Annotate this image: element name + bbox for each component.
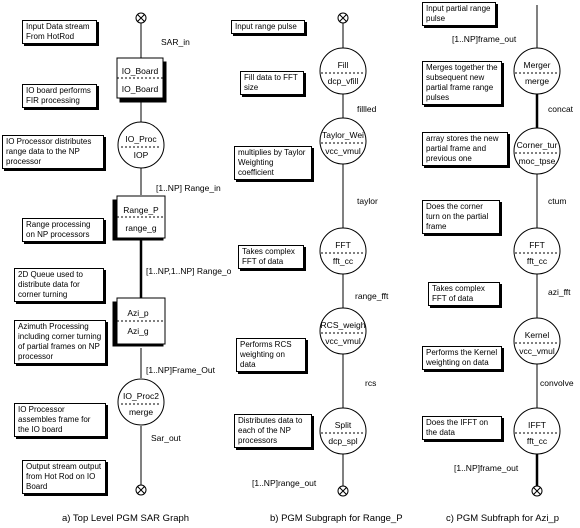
node-split-sub: dcp_spl — [328, 436, 357, 446]
start-terminal-a — [135, 12, 147, 24]
note-b-input-range: Input range pulse — [231, 20, 305, 34]
node-fft-c — [513, 227, 561, 275]
node-kernel — [513, 317, 561, 365]
note-a-io-board: IO board performs FIR processing — [22, 84, 97, 108]
edge-label-c-frame-in: [1..NP]frame_out — [452, 34, 517, 44]
node-azi-p-sub: Azi_g — [127, 326, 149, 336]
node-fft-b — [319, 227, 367, 275]
edge-label-c-frame-out: [1..NP]frame_out — [454, 463, 519, 473]
start-terminal-b — [337, 12, 349, 24]
panel-a-graph — [112, 12, 167, 496]
node-merger-sub: merge — [525, 76, 549, 86]
node-split — [319, 407, 367, 455]
edge-label-range-out: [1..NP]range_out — [252, 478, 317, 488]
node-corner-tur-name: Corner_tur — [517, 140, 558, 150]
edge-label-range-fft: range_fft — [355, 291, 389, 301]
caption-c: c) PGM Subfraph for Azi_p — [446, 513, 559, 524]
node-fill-sub: dcp_vfill — [328, 76, 359, 86]
node-split-name: Split — [335, 420, 352, 430]
node-io-proc2 — [117, 378, 165, 426]
end-terminal-b — [337, 485, 349, 497]
edge-label-sar-out: Sar_out — [151, 433, 181, 443]
node-fill-name: Fill — [338, 60, 349, 70]
node-corner-tur — [513, 127, 561, 175]
node-taylor-wei — [319, 117, 367, 165]
end-terminal-a — [135, 484, 147, 496]
note-c-input-partial: Input partial range pulse — [422, 2, 496, 26]
note-c-ifft: Does the IFFT on the data — [422, 416, 502, 440]
node-merger-name: Merger — [524, 60, 551, 70]
edge-label-ctum: ctum — [548, 196, 567, 206]
node-range-p-sub: range_g — [125, 223, 156, 233]
note-a-range-processing: Range processing on NP processors — [22, 218, 104, 242]
node-rcs-weigh-sub: vcc_vmul — [325, 336, 361, 346]
edge-label-taylor: taylor — [357, 196, 378, 206]
node-merger — [513, 47, 561, 95]
node-fft-c-sub: fft_cc — [527, 256, 548, 266]
note-c-kernel: Performs the Kernel weighting on data — [422, 346, 502, 370]
edge-label-range-in: [1..NP] Range_in — [156, 183, 221, 193]
node-kernel-name: Kernel — [525, 330, 550, 340]
node-io-proc-sub: IOP — [134, 150, 149, 160]
caption-a: a) Top Level PGM SAR Graph — [62, 513, 190, 524]
node-kernel-sub: vcc_vmul — [519, 346, 555, 356]
node-fill — [319, 47, 367, 95]
node-io-board-sub: IO_Board — [122, 84, 159, 94]
node-ifft-sub: fft_cc — [527, 436, 548, 446]
node-range-p-name: Range_P — [123, 205, 159, 215]
edge-label-frame-out: [1..NP]Frame_Out — [146, 365, 215, 375]
note-c-merges: Merges together the subsequent new parti… — [422, 61, 502, 105]
note-a-input-stream: Input Data stream From HotRod — [22, 20, 97, 44]
node-ifft-name: IFFT — [528, 420, 546, 430]
node-taylor-wei-name: Taylor_Wei — [322, 130, 364, 140]
node-io-proc-name: IO_Proc — [125, 134, 157, 144]
node-io-proc2-sub: merge — [129, 407, 153, 417]
note-b-fill: Fill data to FFT size — [240, 71, 304, 95]
node-rcs-weigh-name: RCS_weigh — [321, 320, 366, 330]
edge-label-filled: fillled — [357, 104, 377, 114]
node-taylor-wei-sub: vcc_vmul — [325, 146, 361, 156]
edge-label-concat: concat — [548, 104, 574, 114]
panel-b-graph — [319, 12, 367, 497]
note-a-2d-queue: 2D Queue used to distribute data for cor… — [14, 268, 104, 302]
node-azi-p-name: Azi_p — [127, 308, 149, 318]
caption-b: b) PGM Subgraph for Range_P — [270, 513, 403, 524]
node-fft-c-name: FFT — [529, 240, 545, 250]
note-a-io-processor: IO Processor distributes range data to t… — [2, 135, 104, 169]
note-c-corner: Does the corner turn on the partial fram… — [422, 200, 500, 234]
note-b-fft: Takes complex FFT of data — [238, 245, 304, 269]
node-io-proc2-name: IO_Proc2 — [123, 391, 159, 401]
node-ifft — [513, 407, 561, 455]
edge-label-rcs: rcs — [365, 378, 377, 388]
note-b-taylor: multiplies by Taylor Weighting coefficie… — [234, 146, 312, 180]
note-c-array: array stores the new partial frame and p… — [422, 132, 508, 166]
note-b-rcs: Performs RCS weighting on data — [236, 338, 306, 372]
panel-c-graph — [513, 5, 561, 497]
node-io-board — [116, 57, 164, 99]
edge-label-convolve: convolve — [540, 378, 574, 388]
note-a-output-stream: Output stream output from Hot Rod on IO … — [22, 460, 106, 494]
note-a-assembles: IO Processor assembles frame for the IO … — [14, 403, 106, 437]
edge-label-sar-in: SAR_in — [161, 37, 190, 47]
node-rcs-weigh — [319, 307, 367, 355]
note-a-azimuth: Azimuth Processing including corner turn… — [14, 320, 106, 364]
edge-label-azi-fft: azi_fft — [548, 287, 571, 297]
node-fft-b-name: FFT — [335, 240, 351, 250]
edge-label-range-o: [1..NP,1..NP] Range_o — [146, 266, 232, 276]
node-fft-b-sub: fft_cc — [333, 256, 354, 266]
node-corner-tur-sub: moc_tpse — [519, 156, 556, 166]
note-c-fft: Takes complex FFT of data — [428, 282, 500, 306]
end-terminal-c — [531, 485, 543, 497]
note-b-distributes: Distributes data to each of the NP proce… — [234, 414, 312, 448]
node-io-proc — [117, 121, 165, 169]
node-io-board-name: IO_Board — [122, 66, 159, 76]
